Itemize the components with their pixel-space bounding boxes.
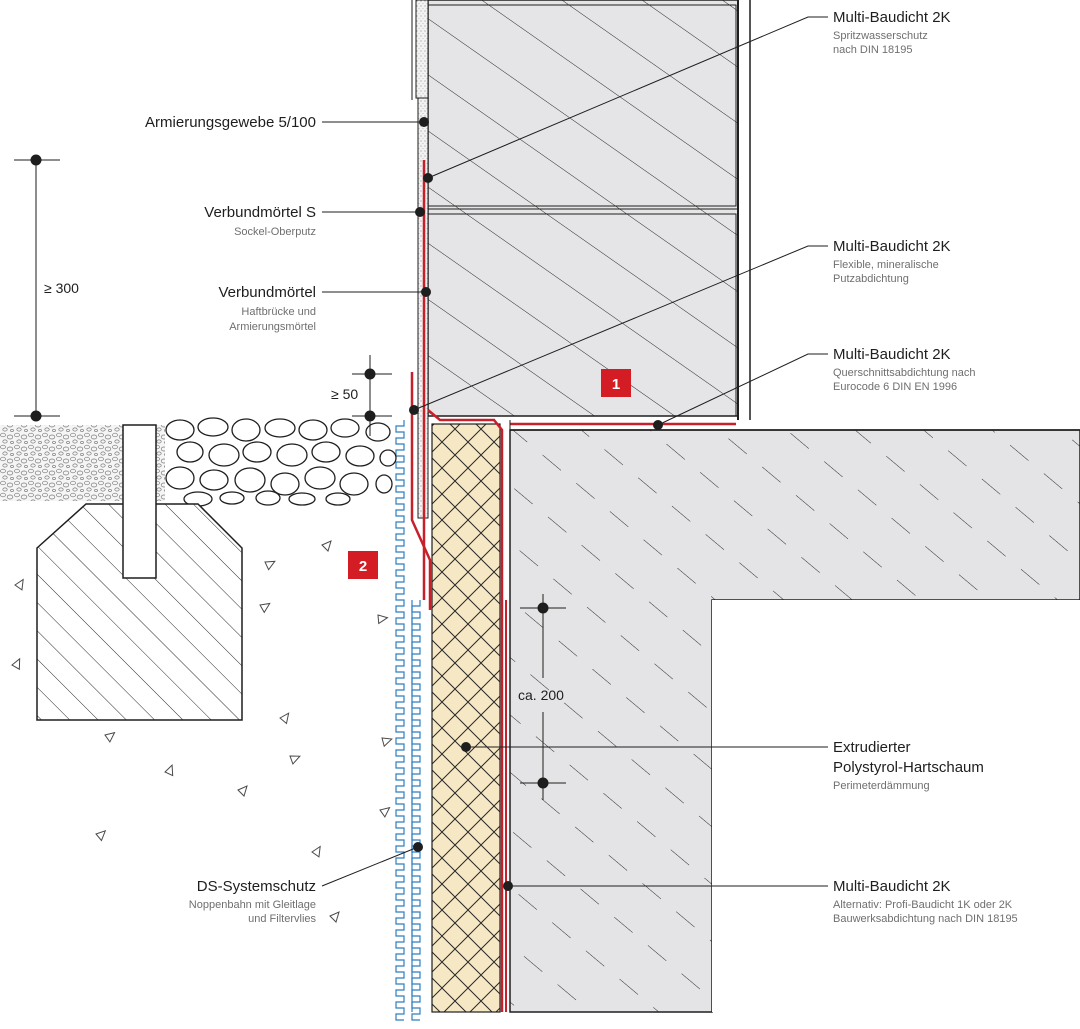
soil-particle <box>237 785 248 797</box>
xps-insulation <box>431 423 501 1013</box>
plaster-layer <box>411 0 429 519</box>
footing <box>36 424 243 721</box>
svg-text:Flexible, mineralische: Flexible, mineralische <box>833 259 939 271</box>
gravel-stone <box>199 469 229 491</box>
gravel-stone <box>298 419 328 441</box>
gravel-stone <box>264 418 296 438</box>
callout-multi-baudicht-putz: Multi-Baudicht 2K Flexible, mineralische… <box>833 238 951 285</box>
svg-text:Spritzwasserschutz: Spritzwasserschutz <box>833 30 928 42</box>
gravel-stone <box>304 466 336 490</box>
svg-text:2: 2 <box>359 558 367 575</box>
svg-text:Multi-Baudicht 2K: Multi-Baudicht 2K <box>833 878 951 895</box>
soil-particle <box>289 755 301 765</box>
svg-text:Multi-Baudicht 2K: Multi-Baudicht 2K <box>833 9 951 26</box>
svg-text:Perimeterdämmung: Perimeterdämmung <box>833 780 930 792</box>
svg-text:nach DIN 18195: nach DIN 18195 <box>833 44 913 56</box>
badge-1: 1 <box>601 369 631 397</box>
svg-text:Bauwerksabdichtung nach DIN 18: Bauwerksabdichtung nach DIN 18195 <box>833 913 1018 925</box>
svg-text:Multi-Baudicht 2K: Multi-Baudicht 2K <box>833 238 951 255</box>
callout-verbundmoertel: Verbundmörtel Haftbrücke und Armierungsm… <box>218 284 316 333</box>
soil-particle <box>264 560 276 571</box>
soil-particle <box>381 737 393 748</box>
callout-armierungsgewebe: Armierungsgewebe 5/100 <box>145 114 316 131</box>
concrete-structure <box>509 429 1080 1013</box>
svg-text:Putzabdichtung: Putzabdichtung <box>833 273 909 285</box>
soil-particle <box>95 829 107 842</box>
dimension-200 <box>520 594 566 800</box>
drainage-membrane <box>395 420 421 1021</box>
gravel-stone <box>165 419 195 441</box>
gravel-stone <box>234 467 266 493</box>
gravel-stone <box>325 492 351 506</box>
svg-text:Noppenbahn mit Gleitlage: Noppenbahn mit Gleitlage <box>189 899 316 911</box>
gravel-stone <box>255 490 281 506</box>
leader-dots <box>409 117 663 891</box>
soil-particle <box>14 578 24 591</box>
svg-text:Querschnittsabdichtung nach: Querschnittsabdichtung nach <box>833 367 975 379</box>
soil-particle <box>379 806 391 818</box>
svg-text:Multi-Baudicht 2K: Multi-Baudicht 2K <box>833 346 951 363</box>
gravel-stone <box>176 441 204 463</box>
callout-multi-baudicht-spritzwasser: Multi-Baudicht 2K Spritzwasserschutz nac… <box>833 9 951 56</box>
gravel-stone <box>242 441 272 463</box>
soil-particle <box>311 845 321 858</box>
gravel-stone <box>339 472 369 496</box>
masonry-wall <box>427 0 751 420</box>
soil-fill <box>11 540 393 923</box>
svg-text:1: 1 <box>612 376 620 393</box>
gravel-stone <box>375 474 393 494</box>
callout-multi-baudicht-querschnitt: Multi-Baudicht 2K Querschnittsabdichtung… <box>833 346 975 393</box>
soil-particle <box>321 540 332 552</box>
gravel-stone <box>270 472 300 496</box>
svg-text:und Filtervlies: und Filtervlies <box>248 913 316 925</box>
gravel-bed <box>0 417 397 507</box>
gravel-stone <box>379 449 397 467</box>
soil-particle <box>377 614 389 625</box>
dimension-300 <box>14 154 60 422</box>
soil-particle <box>259 602 271 614</box>
soil-particle <box>164 764 174 777</box>
dimension-50-label: ≥ 50 <box>331 386 358 402</box>
badge-2: 2 <box>348 551 378 579</box>
gravel-stone <box>345 445 375 467</box>
callout-verbundmoertel-s: Verbundmörtel S Sockel-Oberputz <box>204 204 316 238</box>
svg-text:Armierungsgewebe 5/100: Armierungsgewebe 5/100 <box>145 114 316 131</box>
soil-particle <box>104 731 116 743</box>
dimension-300-label: ≥ 300 <box>44 280 79 296</box>
callout-xps: Extrudierter Polystyrol-Hartschaum Perim… <box>833 739 984 792</box>
gravel-stone <box>330 418 360 438</box>
gravel-stone <box>231 418 261 442</box>
gravel-stone <box>197 417 229 437</box>
soil-particle <box>279 712 290 725</box>
svg-text:Extrudierter: Extrudierter <box>833 739 911 756</box>
gravel-stone <box>165 466 195 490</box>
svg-text:Armierungsmörtel: Armierungsmörtel <box>229 321 316 333</box>
svg-text:Eurocode 6 DIN EN 1996: Eurocode 6 DIN EN 1996 <box>833 381 957 393</box>
callout-multi-baudicht-bauwerk: Multi-Baudicht 2K Alternativ: Profi-Baud… <box>833 878 1018 925</box>
svg-text:Sockel-Oberputz: Sockel-Oberputz <box>234 226 316 238</box>
gravel-stone <box>208 443 240 467</box>
leader-lines <box>321 16 828 887</box>
gravel-stone <box>311 441 341 463</box>
svg-text:DS-Systemschutz: DS-Systemschutz <box>197 878 316 895</box>
soil-particle <box>329 911 340 923</box>
svg-text:Polystyrol-Hartschaum: Polystyrol-Hartschaum <box>833 759 984 776</box>
gravel-stone <box>276 443 308 467</box>
soil-particle <box>11 657 21 671</box>
gravel-stone <box>219 491 245 505</box>
dimension-200-label: ca. 200 <box>518 687 564 703</box>
svg-text:Verbundmörtel S: Verbundmörtel S <box>204 204 316 221</box>
dimension-50 <box>352 355 392 436</box>
gravel-stone <box>365 422 391 442</box>
sealing-membranes <box>410 160 736 1012</box>
svg-text:Haftbrücke und: Haftbrücke und <box>241 306 316 318</box>
svg-text:Alternativ: Profi-Baudicht 1K: Alternativ: Profi-Baudicht 1K oder 2K <box>833 899 1013 911</box>
gravel-stone <box>288 492 316 506</box>
callout-ds-systemschutz: DS-Systemschutz Noppenbahn mit Gleitlage… <box>189 878 317 925</box>
svg-text:Verbundmörtel: Verbundmörtel <box>218 284 316 301</box>
